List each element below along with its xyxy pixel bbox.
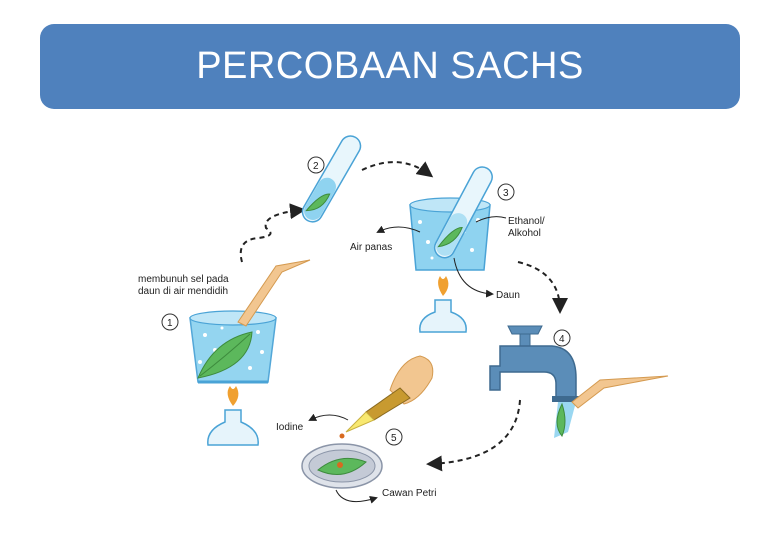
- ethanol-pointer: [475, 216, 507, 223]
- ethanol-label-line1: Ethanol/: [508, 216, 545, 227]
- step1-beaker-group: 1: [161, 259, 311, 446]
- ethanol-label-line2: Alkohol: [508, 228, 541, 239]
- petri-label: Cawan Petri: [382, 488, 436, 499]
- step4-number: 4: [559, 334, 565, 345]
- hot-water-label: Air panas: [350, 242, 392, 253]
- step1-burner-flask: [207, 409, 259, 446]
- petri-pointer: [335, 489, 378, 504]
- step3-number: 3: [503, 188, 509, 199]
- title-banner: PERCOBAAN SACHS: [40, 24, 740, 109]
- iodine-label: Iodine: [276, 422, 304, 433]
- arrow-step2-to-step3: [361, 161, 434, 178]
- step1-flame: [227, 386, 239, 406]
- step4-faucet-group: 4: [489, 325, 669, 438]
- boil-label-line1: membunuh sel pada: [138, 274, 229, 285]
- step1-number-circle: [161, 313, 179, 331]
- step2-number-circle: [307, 156, 325, 174]
- step5-number: 5: [391, 433, 397, 444]
- arrow-step4-to-step5: [426, 399, 521, 472]
- iodine-pointer: [308, 413, 349, 421]
- leaf-pointer: [453, 257, 494, 298]
- step3-number-circle: [497, 183, 515, 201]
- hot-water-pointer: [376, 225, 421, 233]
- step1-number: 1: [167, 318, 173, 329]
- step1-tweezers: [237, 259, 311, 327]
- step4-number-circle: [553, 329, 571, 347]
- step5-number-circle: [385, 428, 403, 446]
- faucet-handle: [507, 325, 543, 335]
- leaf-label: Daun: [496, 290, 520, 301]
- step5-petri-group: 5: [301, 355, 434, 489]
- faucet-body: [489, 345, 577, 399]
- arrow-step1-to-step2: [239, 203, 306, 263]
- arrow-step3-to-step4: [517, 261, 568, 314]
- boil-label-line2: daun di air mendidih: [138, 286, 228, 297]
- step3-beaker-group: 3: [409, 166, 515, 333]
- step2-number: 2: [313, 161, 319, 172]
- step4-leaf: [556, 402, 566, 437]
- step2-test-tube-group: 2: [301, 135, 362, 223]
- page-title: PERCOBAAN SACHS: [196, 45, 584, 87]
- step4-tweezers: [571, 375, 669, 409]
- step3-burner-flask: [419, 299, 467, 333]
- step3-flame: [438, 276, 449, 296]
